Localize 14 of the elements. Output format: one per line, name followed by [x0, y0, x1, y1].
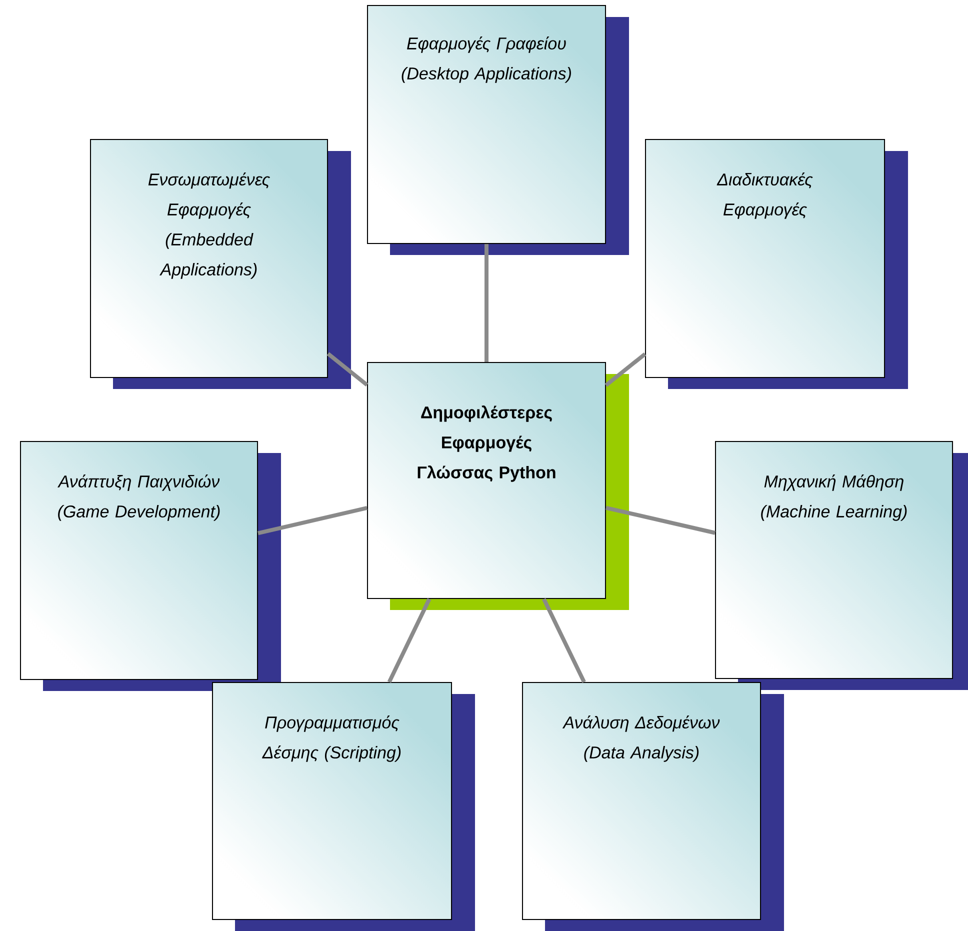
topic-box: Προγραμματισμός Δέσμης (Scripting) — [212, 682, 452, 920]
central-box: Δημοφιλέστερες Εφαρμογές Γλώσσας Python — [367, 362, 606, 599]
topic-box: Μηχανική Μάθηση (Machine Learning) — [715, 441, 954, 679]
connector-line — [604, 352, 646, 387]
topic-box: Ενσωματωμένες Εφαρμογές (Embedded Applications) — [90, 139, 328, 378]
connector-line — [542, 598, 586, 683]
topic-box: Εφαρμογές Γραφείου (Desktop Applications) — [367, 5, 606, 244]
topic-box: Ανάπτυξη Παιχνιδιών (Game Development) — [20, 441, 258, 680]
connector-line — [387, 598, 432, 683]
connector-line — [484, 244, 488, 362]
connector-line — [258, 506, 368, 536]
topic-box: Ανάλυση Δεδομένων (Data Analysis) — [522, 682, 761, 920]
connector-line — [606, 506, 716, 535]
topic-box: Διαδικτυακές Εφαρμογές — [645, 139, 886, 378]
